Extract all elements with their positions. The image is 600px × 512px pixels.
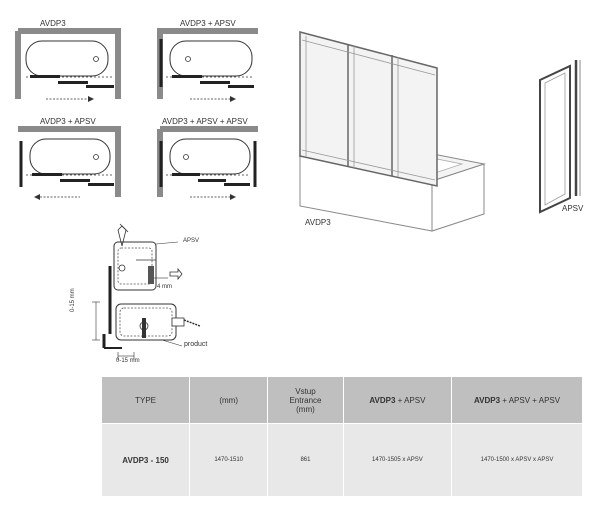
header-combo-3-bold: AVDP3 [473, 395, 501, 405]
plan-1-label: AVDP3 [40, 19, 66, 28]
apsv-detail-label: APSV [183, 238, 200, 244]
header-combo-2: AVDP3 + APSV [342, 376, 453, 424]
gap-label: 4 mm [157, 284, 172, 290]
plan-2-diagram [157, 28, 258, 102]
product-label: product [184, 341, 208, 348]
plan-3-label: AVDP3 + APSV [40, 117, 96, 126]
enclosure-illustration [298, 31, 486, 232]
side-panel-label: APSV [562, 204, 584, 213]
cell-combo-3: 1470-1500 x APSV x APSV [451, 423, 583, 497]
side-panel-illustration [539, 60, 581, 214]
plan-3-diagram [18, 126, 121, 200]
header-mm: (mm) [189, 376, 269, 424]
cell-mm: 1470-1510 [189, 423, 269, 497]
plan-4-label: AVDP3 + APSV + APSV [162, 117, 248, 126]
cell-entrance: 861 [267, 423, 344, 497]
table-row: AVDP3 - 150 1470-1510 861 1470-1505 x AP… [100, 423, 583, 497]
enclosure-label: AVDP3 [305, 218, 331, 227]
header-combo-3: AVDP3 + APSV + APSV [451, 376, 583, 424]
header-combo-2-rest: + APSV [395, 395, 426, 405]
header-entrance-line3: (mm) [296, 404, 315, 414]
cell-type: AVDP3 - 150 [100, 423, 191, 497]
plan-4-diagram [157, 126, 258, 200]
plan-2-label: AVDP3 + APSV [180, 19, 236, 28]
header-entrance: Vstup Entrance (mm) [267, 376, 344, 424]
installation-detail-drawing [92, 223, 201, 360]
header-type: TYPE [100, 376, 191, 424]
header-entrance-line1: Vstup [295, 386, 316, 396]
horizontal-tolerance-label: 0-15 mm [116, 358, 140, 364]
cell-combo-2: 1470-1505 x APSV [342, 423, 453, 497]
spec-table: TYPE (mm) Vstup Entrance (mm) AVDP3 + AP… [100, 376, 583, 497]
vertical-tolerance-label: 0-15 mm [70, 288, 76, 312]
header-combo-3-rest: + APSV + APSV [500, 395, 561, 405]
header-entrance-line2: Entrance [289, 395, 322, 405]
header-combo-2-bold: AVDP3 [369, 395, 396, 405]
plan-1-diagram [15, 28, 121, 102]
table-header-row: TYPE (mm) Vstup Entrance (mm) AVDP3 + AP… [100, 376, 583, 424]
